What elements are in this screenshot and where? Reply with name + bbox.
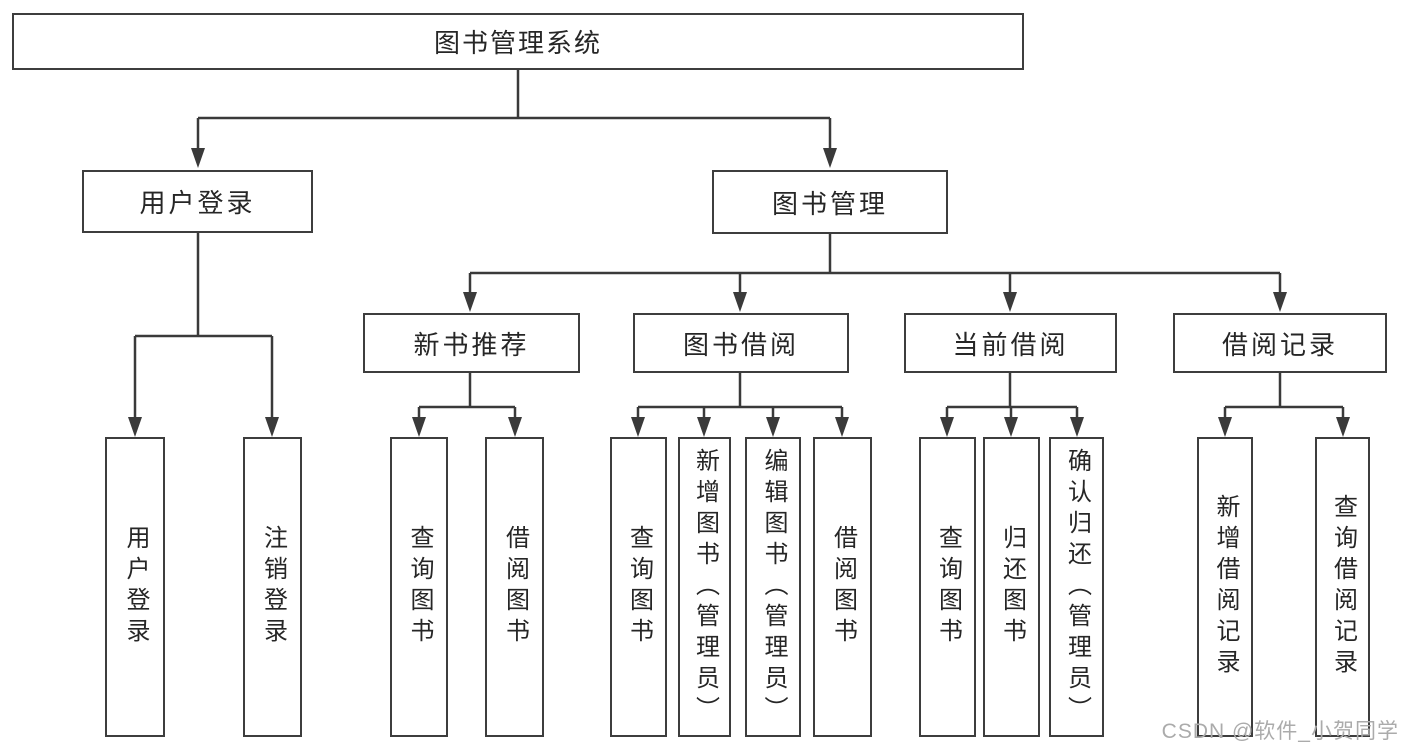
leaf-edit-books-admin: 编辑图书（管理员） [745, 437, 801, 737]
leaf-return-books-label: 归还图书 [998, 525, 1026, 649]
node-borrowing-records: 借阅记录 [1173, 313, 1387, 373]
leaf-edit-books-admin-label: 编辑图书（管理员） [760, 447, 787, 727]
leaf-confirm-return-admin: 确认归还（管理员） [1049, 437, 1104, 737]
leaf-recommend-query-books-label: 查询图书 [406, 525, 433, 649]
leaf-recommend-borrow-books: 借阅图书 [485, 437, 544, 737]
leaf-add-books-admin: 新增图书（管理员） [678, 437, 731, 737]
leaf-borrow-books-label: 借阅图书 [829, 525, 857, 649]
leaf-logout-label: 注销登录 [259, 525, 287, 649]
leaf-borrowing-query-books-label: 查询图书 [625, 525, 653, 649]
leaf-borrowing-query-books: 查询图书 [610, 437, 667, 737]
leaf-add-borrow-record: 新增借阅记录 [1197, 437, 1253, 737]
node-library-management-system: 图书管理系统 [12, 13, 1024, 70]
arrowheads [128, 148, 1350, 437]
leaf-current-query-books: 查询图书 [919, 437, 976, 737]
leaf-recommend-borrow-books-label: 借阅图书 [501, 525, 529, 649]
leaf-logout: 注销登录 [243, 437, 302, 737]
node-book-borrowing: 图书借阅 [633, 313, 849, 373]
leaf-recommend-query-books: 查询图书 [390, 437, 448, 737]
leaf-borrow-books: 借阅图书 [813, 437, 872, 737]
leaf-return-books: 归还图书 [983, 437, 1040, 737]
leaf-confirm-return-admin-label: 确认归还（管理员） [1063, 447, 1091, 727]
node-current-borrowing: 当前借阅 [904, 313, 1117, 373]
leaf-user-login-label: 用户登录 [122, 525, 149, 649]
node-new-book-recommend: 新书推荐 [363, 313, 580, 373]
leaf-query-borrow-record-label: 查询借阅记录 [1329, 494, 1357, 680]
csdn-watermark: CSDN @软件_小贺同学 [1161, 720, 1399, 743]
leaf-user-login: 用户登录 [105, 437, 165, 737]
leaf-add-borrow-record-label: 新增借阅记录 [1212, 494, 1239, 680]
leaf-add-books-admin-label: 新增图书（管理员） [691, 447, 719, 727]
leaf-current-query-books-label: 查询图书 [934, 525, 962, 649]
node-user-login: 用户登录 [82, 170, 313, 233]
node-book-management: 图书管理 [712, 170, 948, 234]
leaf-query-borrow-record: 查询借阅记录 [1315, 437, 1370, 737]
